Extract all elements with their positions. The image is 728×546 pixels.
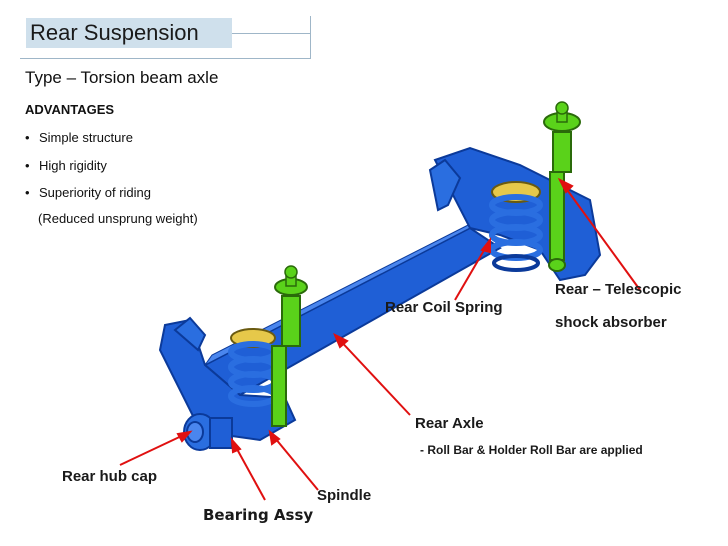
bearing-label: Bearing Assy [203, 506, 314, 524]
rear-axle-label: Rear Axle [415, 415, 484, 432]
leader-shock [559, 179, 641, 291]
leader-axle [334, 334, 411, 416]
right-coil-spring [489, 181, 543, 272]
right-bracket [428, 158, 462, 212]
right-shock-absorber [543, 101, 581, 272]
advantage-item: •Simple structure [25, 130, 133, 145]
left-trailing-arm [158, 318, 297, 442]
shock-label-line1: Rear – Telescopic [555, 281, 682, 298]
advantage-note: (Reduced unsprung weight) [38, 211, 198, 226]
left-shock-absorber [271, 265, 308, 427]
advantages-heading: ADVANTAGES [25, 102, 115, 117]
title-background [26, 18, 232, 48]
advantage-item: •Superiority of riding [25, 185, 151, 200]
axle-type: Type – Torsion beam axle [25, 68, 219, 87]
leader-hubcap [119, 431, 191, 466]
advantage-item: •High rigidity [25, 158, 107, 173]
hub-cap-label: Rear hub cap [62, 468, 158, 485]
spindle-label: Spindle [317, 487, 372, 504]
title-frame [20, 16, 311, 59]
shock-label-line2: shock absorber [555, 314, 667, 331]
page-title: Rear Suspension [30, 20, 199, 45]
axle-note: - Roll Bar & Holder Roll Bar are applied [420, 443, 643, 457]
title-divider [232, 33, 310, 34]
coil-spring-label: Rear Coil Spring [385, 299, 503, 316]
leader-spindle [269, 431, 319, 491]
left-bracket [173, 316, 207, 352]
